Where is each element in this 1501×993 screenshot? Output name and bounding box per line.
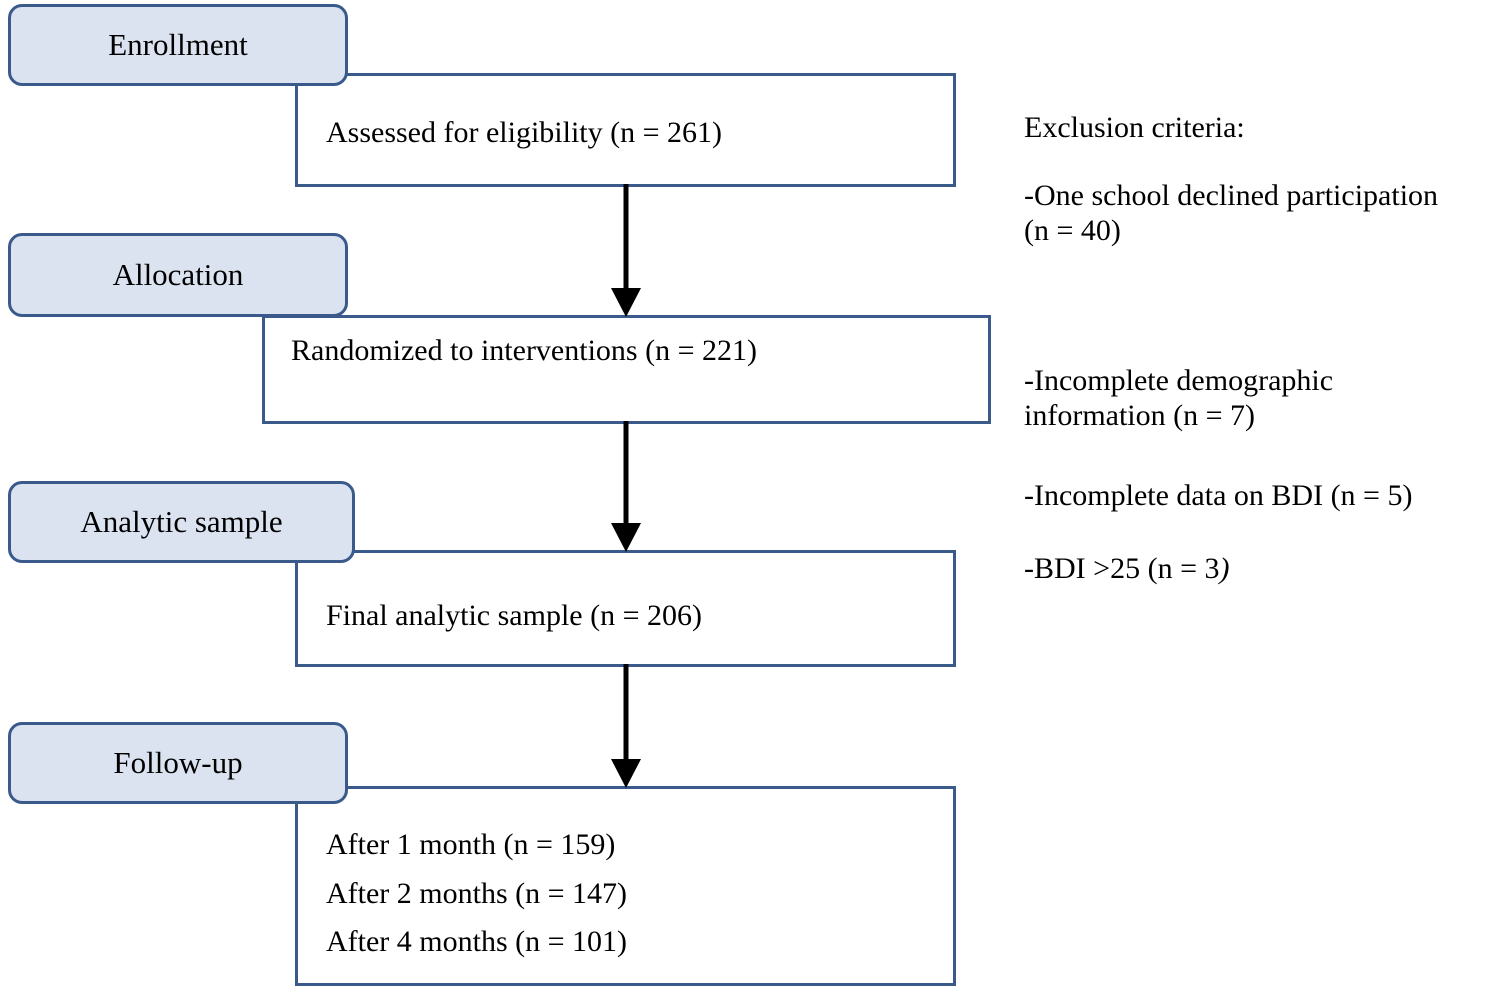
exclusion-bdi-closing-paren: ): [1219, 552, 1230, 585]
exclusion-criteria-item-incomplete-demographic: -Incomplete demographic information (n =…: [1024, 364, 1334, 433]
followup-result-1-month: After 1 month (n = 159): [326, 828, 616, 861]
followup-result-4-months: After 4 months (n = 101): [326, 925, 628, 959]
followup-result-2-months: After 2 months (n = 147): [326, 876, 628, 910]
stage-box-follow-up: Follow-up: [8, 722, 348, 804]
exclusion-bdi-text: -BDI >25 (n = 3: [1024, 552, 1220, 585]
stage-label-follow-up: Follow-up: [113, 744, 243, 780]
exclusion-criteria-item-bdi-over-25: -BDI >25 (n = 3): [1024, 551, 1229, 586]
stage-label-enrollment: Enrollment: [108, 26, 248, 62]
content-box-randomized-text: Randomized to interventions (n = 221): [291, 334, 757, 367]
content-box-final-analytic: Final analytic sample (n = 206): [295, 550, 956, 667]
stage-box-allocation: Allocation: [8, 233, 348, 317]
stage-label-analytic-sample: Analytic sample: [80, 503, 283, 539]
content-box-followup-results: After 1 month (n = 159) After 2 months (…: [295, 786, 956, 986]
exclusion-criteria-item-incomplete-bdi: -Incomplete data on BDI (n = 5): [1024, 479, 1413, 512]
exclusion-criteria-heading: Exclusion criteria:: [1024, 111, 1245, 144]
arrow-randomized-to-final-analytic: [611, 421, 641, 552]
content-box-assessed: Assessed for eligibility (n = 261): [295, 73, 956, 187]
followup-results-list: After 1 month (n = 159) After 2 months (…: [326, 821, 627, 967]
content-box-assessed-text: Assessed for eligibility (n = 261): [326, 116, 723, 149]
arrow-assessed-to-randomized: [611, 184, 641, 317]
stage-label-allocation: Allocation: [112, 256, 244, 292]
stage-box-analytic-sample: Analytic sample: [8, 481, 355, 563]
content-box-final-analytic-text: Final analytic sample (n = 206): [326, 599, 702, 632]
content-box-randomized: Randomized to interventions (n = 221): [262, 315, 991, 424]
arrow-final-analytic-to-followup: [611, 664, 641, 788]
stage-box-enrollment: Enrollment: [8, 4, 348, 86]
exclusion-criteria-item-school-declined: -One school declined participation (n = …: [1024, 179, 1439, 248]
